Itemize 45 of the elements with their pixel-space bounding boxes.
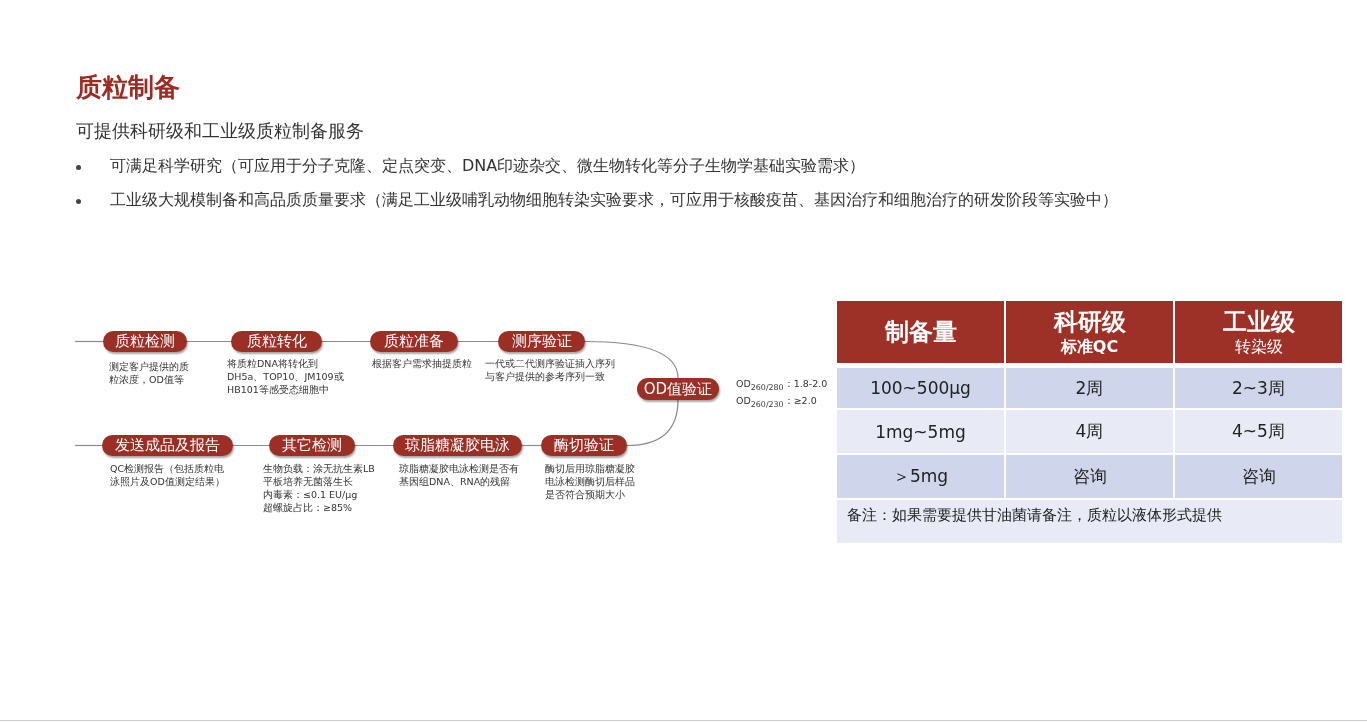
- table-cell: 2~3周: [1175, 368, 1342, 408]
- table-cell: 100~500μg: [837, 368, 1004, 408]
- step-description: 生物负载：涂无抗生素LB平板培养无菌落生长 内毒素：≤0.1 EU/μg 超螺旋占比：≥85%: [263, 462, 376, 514]
- step-description: 琼脂糖凝胶电泳检测是否有基因组DNA、RNA的残留: [399, 462, 520, 488]
- step-description: 将质粒DNA将转化到DH5a、TOP10、JM109或HB101等感受态细胞中: [227, 357, 345, 396]
- step-description: 根据客户需求抽提质粒: [372, 357, 473, 370]
- step-pill: OD值验证: [637, 378, 719, 400]
- step-pill: 其它检测: [269, 435, 355, 456]
- bullet-text: 工业级大规模制备和高品质质量要求（满足工业级哺乳动物细胞转染实验要求，可应用于核酸疫苗、基因治疗和细胞治疗的研发阶段等实验中）: [110, 190, 1118, 211]
- table-cell: 2周: [1006, 368, 1173, 408]
- table-cell: 咨询: [1006, 455, 1173, 498]
- connector-line: [321, 340, 371, 343]
- step-pill: 测序验证: [498, 331, 585, 352]
- step-description: QC检测报告（包括质粒电泳照片及OD值测定结果）: [110, 462, 226, 488]
- table-cell: 4~5周: [1175, 410, 1342, 453]
- step-description: 酶切后用琼脂糖凝胶电泳检测酶切后样品是否符合预期大小: [545, 462, 636, 501]
- subtitle: 可提供科研级和工业级质粒制备服务: [76, 119, 364, 143]
- connector-line: [584, 340, 679, 379]
- step-pill: 琼脂糖凝胶电泳: [393, 435, 522, 456]
- connector-line: [74, 340, 104, 343]
- table-cell: 咨询: [1175, 455, 1342, 498]
- connector-line: [457, 340, 499, 343]
- bullet-text: 可满足科学研究（可应用于分子克隆、定点突变、DNA印迹杂交、微生物转化等分子生物学基础实验需求）: [110, 156, 866, 177]
- connector-line: [232, 444, 270, 447]
- connector-line: [521, 444, 542, 447]
- table-header: 工业级 转染级: [1175, 301, 1342, 363]
- table-header: 科研级 标准QC: [1006, 301, 1173, 363]
- connector-line: [626, 399, 679, 447]
- table-header: 制备量: [837, 301, 1004, 363]
- step-description: OD$_{260/280}$：1.8-2.0 OD$_{260/230}$：≥2.0: [736, 377, 829, 411]
- connector-line: [186, 340, 232, 343]
- step-pill: 酶切验证: [541, 435, 627, 456]
- step-description: 测定客户提供的质粒浓度，OD值等: [109, 360, 190, 386]
- page-title: 质粒制备: [76, 71, 180, 104]
- table-cell: 4周: [1006, 410, 1173, 453]
- table-note: 备注：如果需要提供甘油菌请备注，质粒以液体形式提供: [837, 500, 1342, 543]
- connector-line: [74, 444, 103, 447]
- step-pill: 质粒转化: [231, 331, 322, 352]
- table-cell: 1mg~5mg: [837, 410, 1004, 453]
- table-cell: ＞5mg: [837, 455, 1004, 498]
- step-pill: 质粒准备: [370, 331, 458, 352]
- connector-line: [354, 444, 394, 447]
- step-description: 一代或二代测序验证插入序列与客户提供的参考序列一致: [485, 357, 615, 383]
- step-pill: 发送成品及报告: [102, 435, 233, 456]
- step-pill: 质粒检测: [103, 331, 187, 352]
